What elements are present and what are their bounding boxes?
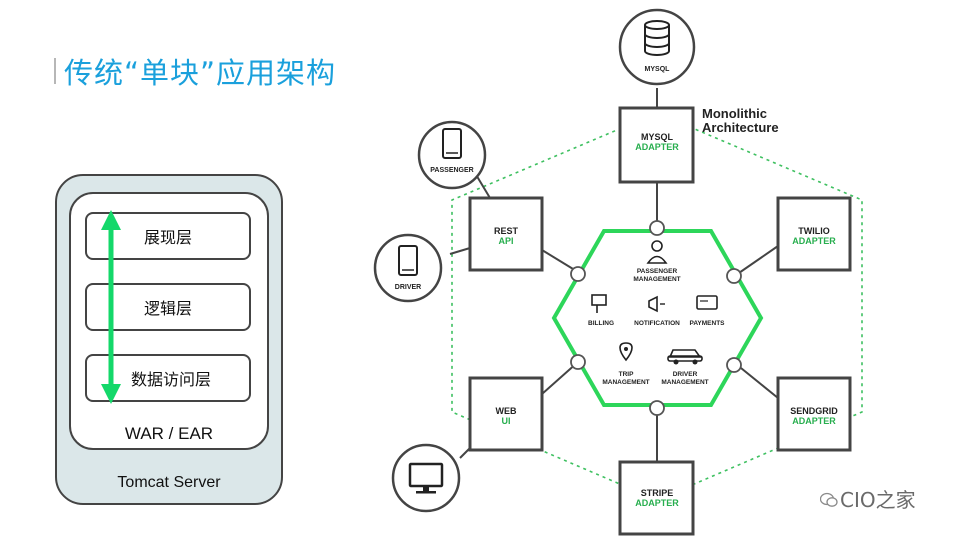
megaphone-icon — [648, 295, 658, 313]
svg-text:TRIP: TRIP — [619, 371, 634, 378]
outer-dashed-hexagon — [451, 112, 863, 501]
mysql-db-label: MYSQL — [645, 66, 671, 73]
payments-module: PAYMENTS — [689, 295, 725, 327]
svg-text:MANAGEMENT: MANAGEMENT — [602, 379, 649, 386]
page-title: 传统“单块”应用架构 — [64, 56, 337, 90]
stripe-adapter-type: ADAPTER — [635, 498, 679, 508]
watermark-text: CIO之家 — [840, 488, 916, 512]
core-hexagon — [551, 229, 764, 407]
twilio-adapter-name: TWILIO — [798, 226, 830, 236]
svg-text:NOTIFICATION: NOTIFICATION — [634, 320, 680, 327]
trip-management-module: TRIP MANAGEMENT — [602, 342, 650, 386]
port-circles — [570, 220, 742, 416]
sendgrid-adapter-type: ADAPTER — [792, 416, 836, 426]
driver-device: DRIVER — [373, 233, 443, 303]
stripe-adapter-box: STRIPE ADAPTER — [618, 460, 695, 536]
layer-span-arrow — [101, 210, 121, 404]
rest-api-name: REST — [494, 226, 519, 236]
web-ui-name: WEB — [496, 406, 517, 416]
mysql-adapter-box: MYSQL ADAPTER — [618, 106, 695, 184]
rest-api-type: API — [498, 236, 513, 246]
passenger-device: PASSENGER — [417, 120, 487, 190]
tomcat-server-label: Tomcat Server — [117, 474, 221, 491]
rest-api-box: REST API — [468, 196, 544, 272]
phone-icon — [442, 128, 462, 159]
phone-icon — [398, 245, 418, 276]
car-icon — [668, 349, 702, 358]
svg-text:PASSENGER: PASSENGER — [637, 268, 678, 275]
mysql-database: MYSQL — [618, 8, 696, 86]
wechat-icon — [820, 492, 838, 507]
sendgrid-adapter-box: SENDGRID ADAPTER — [776, 376, 852, 452]
svg-text:BILLING: BILLING — [588, 320, 614, 327]
monolithic-heading-line2: Architecture — [702, 120, 779, 135]
desktop-device — [391, 443, 461, 513]
sendgrid-adapter-name: SENDGRID — [790, 406, 838, 416]
location-pin-icon — [619, 342, 633, 362]
person-icon — [651, 240, 663, 252]
notification-module: NOTIFICATION — [634, 295, 680, 327]
svg-text:PAYMENTS: PAYMENTS — [689, 320, 725, 327]
passenger-management-module: PASSENGER MANAGEMENT — [633, 240, 681, 283]
twilio-adapter-type: ADAPTER — [792, 236, 836, 246]
mysql-adapter-name: MYSQL — [641, 132, 674, 142]
web-ui-box: WEB UI — [468, 376, 544, 452]
billing-module: BILLING — [588, 294, 614, 327]
passenger-label: PASSENGER — [430, 167, 473, 174]
mysql-adapter-type: ADAPTER — [635, 142, 679, 152]
web-ui-type: UI — [502, 416, 511, 426]
war-ear-label: WAR / EAR — [124, 424, 214, 443]
twilio-adapter-box: TWILIO ADAPTER — [776, 196, 852, 272]
driver-label: DRIVER — [395, 284, 421, 291]
card-icon — [696, 295, 718, 310]
monolithic-heading-line1: Monolithic — [702, 106, 767, 121]
title-accent-bar — [54, 58, 56, 84]
svg-text:MANAGEMENT: MANAGEMENT — [661, 379, 708, 386]
driver-management-module: DRIVER MANAGEMENT — [661, 349, 709, 386]
stripe-adapter-name: STRIPE — [641, 488, 674, 498]
svg-text:MANAGEMENT: MANAGEMENT — [633, 276, 680, 283]
mailbox-icon — [591, 294, 607, 306]
svg-text:DRIVER: DRIVER — [673, 371, 698, 378]
